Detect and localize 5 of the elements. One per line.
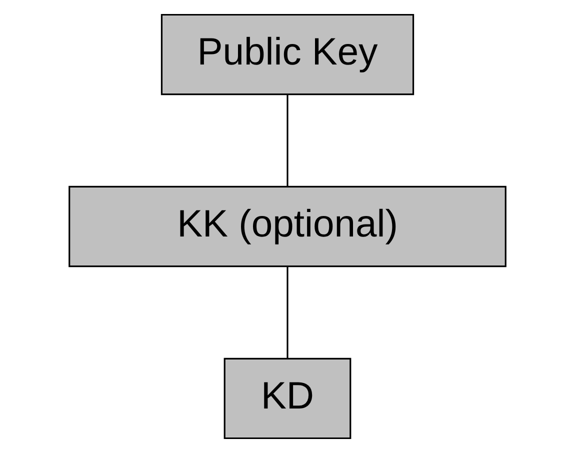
node-box: KK (optional) (68, 186, 506, 268)
node-box: KD (224, 358, 352, 440)
connector (286, 266, 288, 358)
node-box: Public Key (160, 14, 414, 96)
connector (286, 94, 288, 186)
